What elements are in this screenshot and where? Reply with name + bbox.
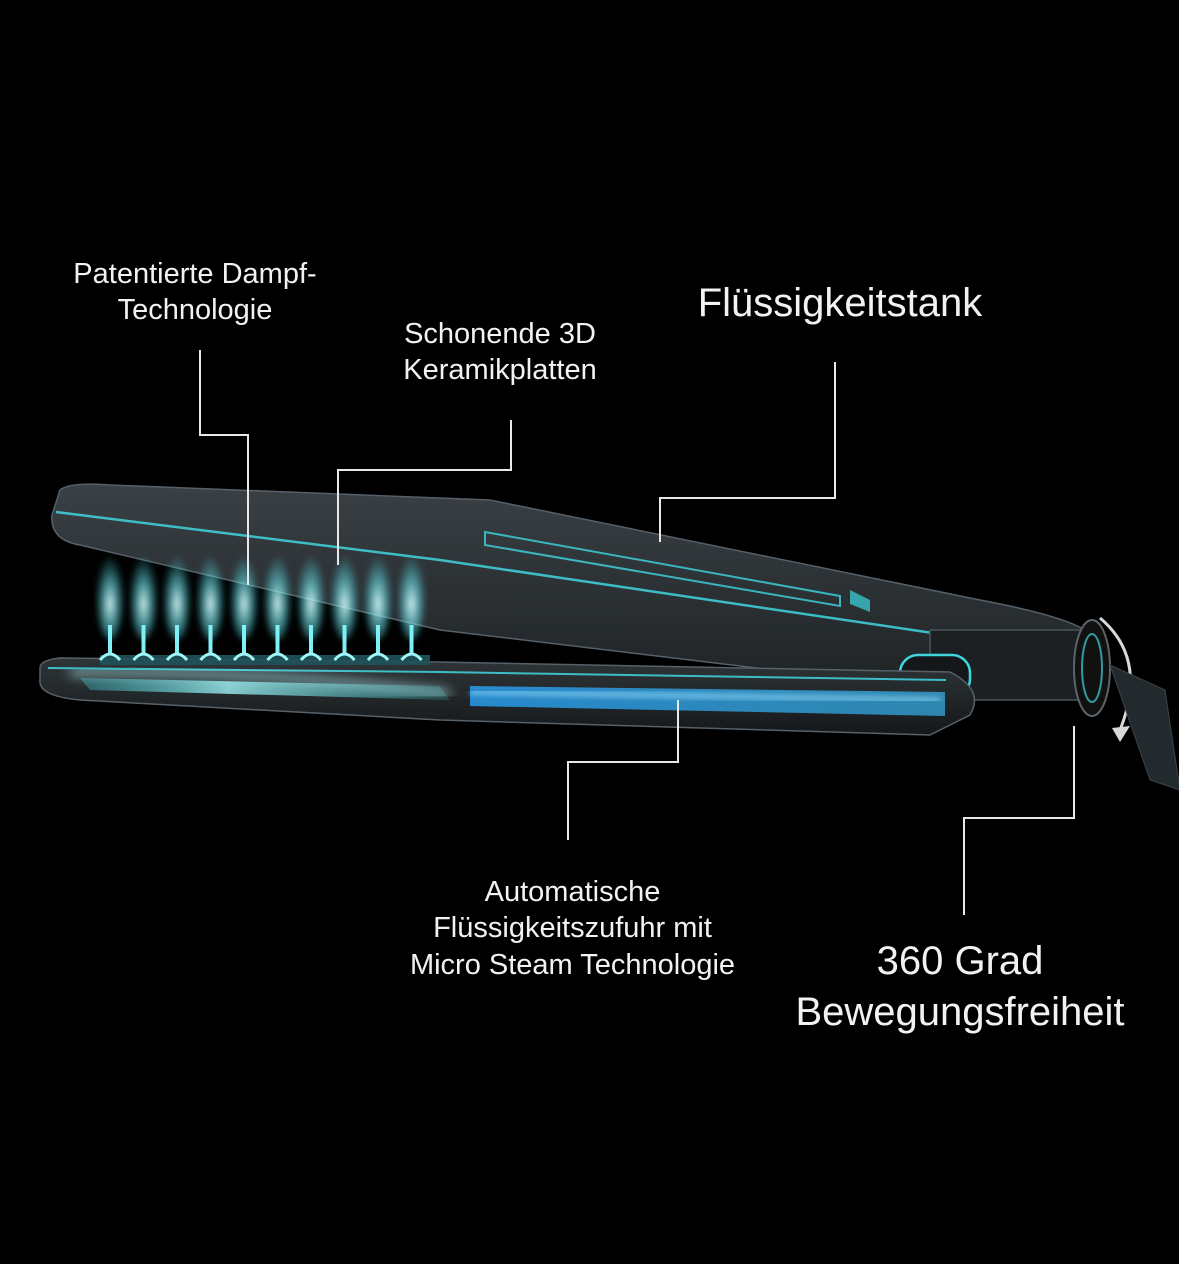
- label-360-rotation: 360 Grad Bewegungsfreiheit: [770, 936, 1150, 1038]
- steam-jet: [263, 550, 292, 640]
- label-steam-technology: Patentierte Dampf- Technologie: [40, 256, 350, 329]
- steam-jet: [230, 550, 258, 640]
- steam-nozzle-base: [232, 652, 256, 662]
- steam-nozzle-base: [165, 652, 189, 662]
- label-steam-line2: Technologie: [117, 294, 273, 327]
- label-plates-line1: Schonende 3D: [404, 318, 596, 350]
- steam-nozzle-base: [400, 652, 423, 662]
- steam-jet: [96, 550, 124, 640]
- label-swivel-line2: Bewegungsfreiheit: [795, 990, 1125, 1035]
- steam-nozzle-base: [266, 652, 289, 662]
- steam-jet: [397, 550, 426, 640]
- label-liquid-tank: Flüssigkeitstank: [640, 278, 1040, 329]
- label-swivel-line1: 360 Grad: [876, 939, 1044, 983]
- label-ceramic-plates: Schonende 3D Keramikplatten: [370, 316, 630, 389]
- steam-jet: [330, 550, 359, 640]
- label-tank-text: Flüssigkeitstank: [697, 281, 983, 325]
- steam-jet: [163, 550, 191, 640]
- steam-jet: [297, 550, 325, 640]
- upper-arm: [51, 483, 1086, 701]
- leader-line-supply: [567, 700, 679, 840]
- leader-lines: [199, 350, 1075, 915]
- steam-nozzle-base: [333, 652, 356, 662]
- leader-line-tank: [659, 362, 836, 542]
- leader-line-steam: [199, 350, 249, 585]
- steam-jets: [96, 550, 426, 662]
- leader-line-plates: [337, 420, 512, 565]
- label-supply-line2: Flüssigkeitszufuhr mit: [433, 912, 712, 945]
- leader-line-swivel: [963, 726, 1075, 915]
- steam-nozzle-base: [199, 652, 222, 662]
- steam-jet: [129, 550, 158, 640]
- steam-nozzle-base: [98, 652, 122, 662]
- label-liquid-supply: Automatische Flüssigkeitszufuhr mit Micr…: [370, 874, 775, 983]
- steam-nozzle-base: [366, 652, 390, 662]
- label-plates-line2: Keramikplatten: [403, 354, 597, 387]
- label-supply-line3: Micro Steam Technologie: [409, 948, 736, 981]
- handle-swivel: [898, 616, 1179, 791]
- label-steam-line1: Patentierte Dampf-: [73, 258, 317, 290]
- label-supply-line1: Automatische: [484, 876, 661, 908]
- steam-nozzle-base: [299, 652, 323, 662]
- lower-arm: [39, 655, 976, 736]
- steam-jet: [196, 550, 225, 640]
- steam-nozzle-base: [132, 652, 155, 662]
- steam-jet: [364, 550, 392, 640]
